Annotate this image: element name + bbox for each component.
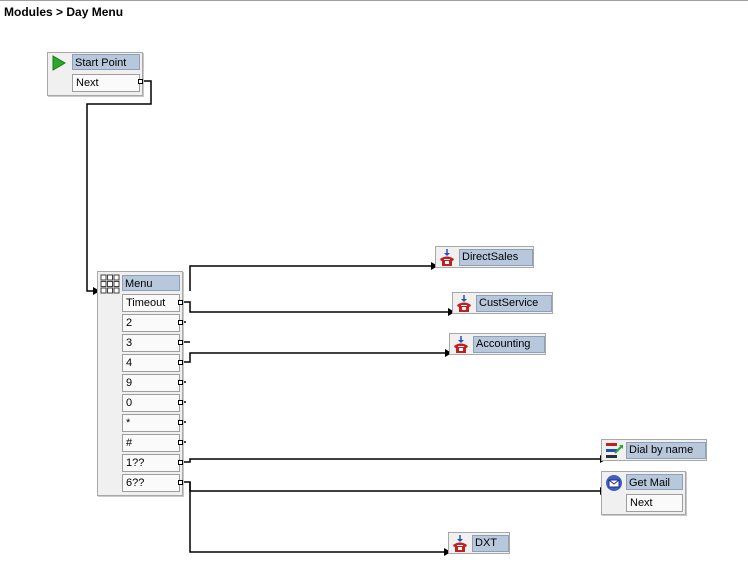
- port-2[interactable]: [178, 320, 183, 325]
- get-mail-node[interactable]: Get Mail Next: [601, 471, 686, 515]
- arrow-directsales: [431, 262, 438, 270]
- menu-option-1xx[interactable]: 1??: [122, 454, 180, 472]
- arrow-dxt: [444, 548, 451, 556]
- menu-option-hash[interactable]: #: [122, 434, 180, 452]
- accounting-node[interactable]: Accounting: [449, 333, 546, 355]
- accounting-label: Accounting: [473, 336, 545, 353]
- menu-option-4[interactable]: 4: [122, 354, 180, 372]
- breadcrumb-current: Day Menu: [66, 5, 124, 19]
- arrow-custservice: [448, 308, 455, 316]
- arrow-accounting: [445, 349, 452, 357]
- wire-timeout-to-custservice: [182, 301, 449, 313]
- custservice-label: CustService: [476, 295, 552, 312]
- wire-menu-to-dxt: [189, 482, 445, 553]
- port-hash[interactable]: [178, 440, 183, 445]
- top-border: [0, 0, 748, 1]
- port-0[interactable]: [178, 400, 183, 405]
- directsales-node[interactable]: DirectSales: [435, 246, 534, 268]
- wire-1xx-to-dialbyname: [182, 458, 601, 463]
- dial-by-name-icon: [606, 443, 623, 458]
- start-point-title: Start Point: [72, 54, 140, 70]
- arrow-menu: [93, 287, 100, 295]
- breadcrumb-parent[interactable]: Modules: [4, 5, 53, 19]
- phone-transfer-icon: [453, 535, 467, 552]
- start-point-next-row[interactable]: Next: [72, 74, 140, 92]
- start-next-port[interactable]: [138, 79, 143, 84]
- wire-menu-to-directsales: [189, 265, 432, 291]
- directsales-label: DirectSales: [459, 249, 533, 266]
- menu-option-9[interactable]: 9: [122, 374, 180, 392]
- menu-option-timeout[interactable]: Timeout: [122, 294, 180, 312]
- mailbox-icon: [606, 475, 622, 491]
- dial-by-name-node[interactable]: Dial by name: [601, 439, 707, 461]
- phone-transfer-icon: [457, 295, 471, 312]
- menu-title: Menu: [122, 275, 180, 291]
- dxt-node[interactable]: DXT: [448, 532, 510, 554]
- menu-node[interactable]: Menu Timeout 2 3 4 9 0 * # 1?? 6??: [97, 271, 183, 496]
- port-1xx[interactable]: [178, 460, 183, 465]
- breadcrumb: Modules > Day Menu: [4, 5, 123, 19]
- breadcrumb-separator: >: [56, 5, 64, 19]
- menu-option-2[interactable]: 2: [122, 314, 180, 332]
- port-star[interactable]: [178, 420, 183, 425]
- menu-option-0[interactable]: 0: [122, 394, 180, 412]
- wire-6xx-to-getmail: [182, 481, 601, 492]
- start-point-node[interactable]: Start Point Next: [47, 52, 143, 96]
- menu-option-star[interactable]: *: [122, 414, 180, 432]
- get-mail-next-row[interactable]: Next: [626, 494, 683, 512]
- port-timeout[interactable]: [178, 300, 183, 305]
- menu-option-3[interactable]: 3: [122, 334, 180, 352]
- port-4[interactable]: [178, 360, 183, 365]
- dial-by-name-label: Dial by name: [626, 442, 706, 459]
- custservice-node[interactable]: CustService: [452, 292, 553, 314]
- wire-4-to-accounting: [182, 352, 446, 363]
- menu-option-6xx[interactable]: 6??: [122, 474, 180, 492]
- get-mail-title: Get Mail: [626, 474, 683, 490]
- dxt-label: DXT: [472, 535, 509, 552]
- port-9[interactable]: [178, 380, 183, 385]
- port-6xx[interactable]: [178, 480, 183, 485]
- phone-transfer-icon: [454, 336, 468, 353]
- port-3[interactable]: [178, 340, 183, 345]
- wire-start-to-menu: [86, 80, 152, 292]
- keypad-icon: [100, 274, 120, 294]
- phone-transfer-icon: [440, 249, 454, 266]
- play-icon: [52, 55, 66, 71]
